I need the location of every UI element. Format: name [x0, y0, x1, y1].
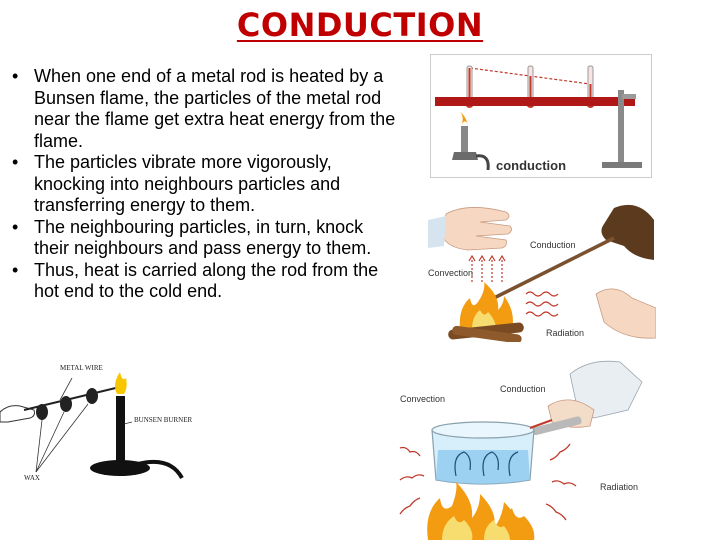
conduction-arrow [529, 419, 553, 429]
hand-icon [595, 288, 656, 339]
wax-label: WAX [24, 474, 40, 482]
fire-icon [427, 482, 535, 540]
radiation-label: Radiation [600, 482, 638, 492]
pointer-lines [35, 377, 133, 473]
metal-rod [435, 97, 635, 106]
convection-arrows [468, 254, 506, 282]
radiation-waves [525, 291, 559, 317]
convection-arrows [454, 451, 519, 477]
bullet-item: • When one end of a metal rod is heated b… [10, 66, 398, 152]
bullet-item: • The neighbouring particles, in turn, kn… [10, 217, 398, 260]
radiation-waves [399, 443, 577, 521]
rod-conduction-figure: conduction [430, 54, 652, 178]
bullet-item: • The particles vibrate more vigorously, … [10, 152, 398, 217]
gas-hose [137, 459, 184, 480]
bullet-item: • Thus, heat is carried along the rod fro… [10, 260, 398, 303]
bullet-text: When one end of a metal rod is heated by… [34, 66, 396, 151]
wax-blob [86, 388, 98, 404]
hand-icon [441, 207, 512, 251]
bullet-text: The neighbouring particles, in turn, kno… [34, 216, 372, 259]
clamp-stand [618, 90, 624, 166]
conduction-label: Conduction [500, 384, 546, 394]
convection-label: Convection [400, 394, 445, 404]
bullet-list: • When one end of a metal rod is heated b… [10, 66, 398, 303]
convection-label: Convection [428, 268, 473, 278]
rod-figure-caption: conduction [496, 158, 566, 173]
bullet-text: The particles vibrate more vigorously, k… [34, 152, 341, 215]
slide-title-text: CONDUCTION [236, 6, 484, 44]
stand-base [602, 162, 642, 168]
bullet-marker: • [12, 66, 19, 86]
bunsen-burner-base [90, 460, 150, 476]
campfire-icon [448, 282, 524, 342]
poker-rod [489, 236, 615, 302]
bullet-text: Thus, heat is carried along the rod from… [34, 259, 379, 302]
pot-handle [532, 416, 582, 436]
radiation-label: Radiation [546, 328, 584, 338]
flame-icon [115, 372, 127, 394]
bullet-marker: • [12, 259, 19, 280]
bunsen-burner-icon [452, 112, 490, 171]
metal-wire-label: METAL WIRE [60, 364, 103, 372]
slide-title: CONDUCTION [0, 6, 720, 44]
pot-icon [431, 421, 535, 485]
sleeve [428, 216, 446, 248]
wax-experiment-figure: METAL WIRE BUNSEN BURNER WAX [0, 364, 192, 482]
wax-blob [36, 404, 48, 420]
conduction-label: Conduction [530, 240, 576, 250]
bunsen-burner-tube [116, 396, 125, 462]
pot-heating-figure: Conduction Convection Radiation [399, 360, 643, 540]
glove-icon [601, 204, 654, 260]
bullet-marker: • [12, 152, 19, 172]
bullet-marker: • [12, 216, 19, 237]
heat-transfer-figure: Conduction Convection Radiation [428, 204, 656, 342]
bunsen-burner-label: BUNSEN BURNER [134, 416, 192, 424]
wax-blob [60, 396, 72, 412]
